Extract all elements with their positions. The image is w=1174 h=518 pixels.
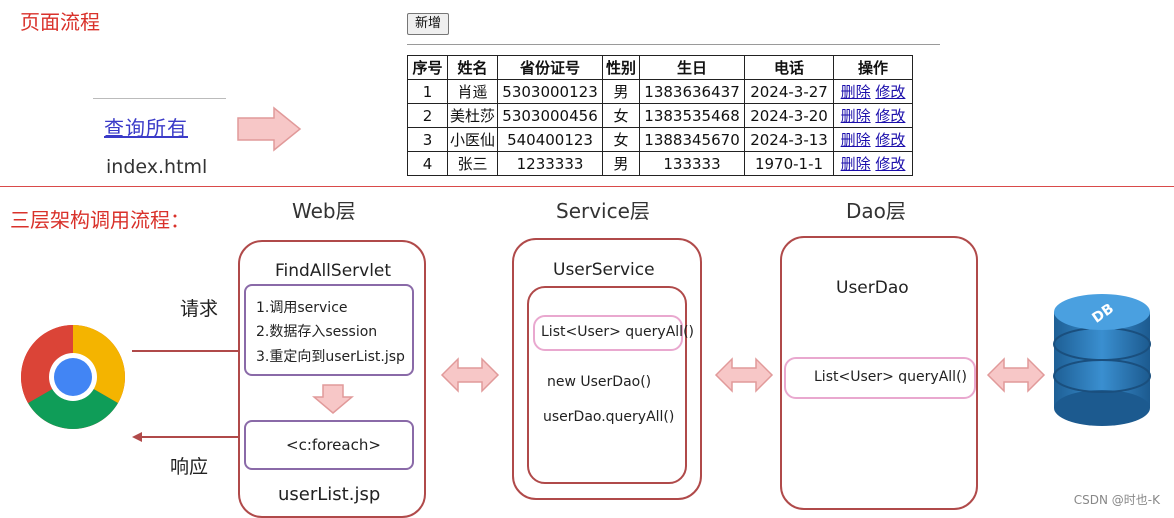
service-method-pill	[533, 315, 683, 351]
cell-no: 4	[407, 151, 448, 176]
cell-actions: 删除 修改	[833, 127, 914, 152]
page-flow-title: 页面流程	[20, 10, 100, 34]
service-method: List<User> queryAll()	[541, 324, 694, 340]
edit-link[interactable]: 修改	[875, 107, 906, 125]
jsp-name: userList.jsp	[278, 484, 381, 505]
cell-sex: 男	[602, 79, 641, 104]
cell-sex: 女	[602, 103, 641, 128]
cell-id: 1233333	[497, 151, 604, 176]
add-button[interactable]: 新增	[407, 13, 449, 35]
edit-link[interactable]: 修改	[875, 155, 906, 173]
col-header-phone: 电话	[744, 55, 835, 80]
response-label: 响应	[170, 456, 209, 478]
response-arrow	[132, 432, 246, 442]
dao-method-pill	[784, 357, 976, 399]
cell-no: 3	[407, 127, 448, 152]
dao-name: UserDao	[836, 278, 909, 298]
cell-id: 540400123	[497, 127, 604, 152]
delete-link[interactable]: 删除	[840, 107, 871, 125]
col-header-id: 省份证号	[497, 55, 604, 80]
foreach-tag: <c:foreach>	[286, 436, 381, 454]
cell-actions: 删除 修改	[833, 103, 914, 128]
edit-link[interactable]: 修改	[875, 83, 906, 101]
col-header-name: 姓名	[446, 55, 499, 80]
dao-layer-title: Dao层	[846, 199, 906, 223]
cell-sex: 男	[602, 151, 641, 176]
dao-method: List<User> queryAll()	[814, 369, 967, 385]
cell-birthday: 1383636437	[639, 79, 746, 104]
servlet-step-2: 2.数据存入session	[256, 324, 378, 340]
cell-name: 张三	[446, 151, 499, 176]
section-divider	[0, 186, 1174, 187]
cell-phone: 1970-1-1	[744, 151, 835, 176]
cell-birthday: 133333	[639, 151, 746, 176]
table-row: 2 美杜莎 5303000456 女 1383535468 2024-3-20 …	[407, 103, 914, 128]
cell-no: 1	[407, 79, 448, 104]
database-icon: DB	[1053, 294, 1151, 426]
web-layer-box	[238, 240, 426, 518]
col-header-no: 序号	[407, 55, 448, 80]
chrome-browser-icon	[21, 325, 125, 429]
request-label: 请求	[180, 298, 219, 320]
cell-name: 肖遥	[446, 79, 499, 104]
foreach-box	[244, 420, 414, 470]
web-layer-title: Web层	[292, 199, 356, 223]
cell-birthday: 1383535468	[639, 103, 746, 128]
double-arrow-icon	[986, 357, 1046, 393]
col-header-birthday: 生日	[639, 55, 746, 80]
col-header-actions: 操作	[833, 55, 914, 80]
down-arrow-icon	[312, 384, 354, 414]
cell-sex: 女	[602, 127, 641, 152]
servlet-step-3: 3.重定向到userList.jsp	[256, 349, 405, 365]
service-line-1: new UserDao()	[547, 374, 652, 390]
delete-link[interactable]: 删除	[840, 155, 871, 173]
cell-birthday: 1388345670	[639, 127, 746, 152]
table-row: 3 小医仙 540400123 女 1388345670 2024-3-13 删…	[407, 127, 914, 152]
double-arrow-icon	[714, 357, 774, 393]
cell-name: 小医仙	[446, 127, 499, 152]
request-arrow	[132, 346, 248, 356]
service-line-2: userDao.queryAll()	[543, 409, 675, 425]
table-row: 4 张三 1233333 男 133333 1970-1-1 删除 修改	[407, 151, 914, 176]
servlet-steps-box	[244, 284, 414, 376]
cell-phone: 2024-3-13	[744, 127, 835, 152]
servlet-step-1: 1.调用service	[256, 300, 348, 316]
service-layer-title: Service层	[556, 199, 650, 223]
table-row: 1 肖遥 5303000123 男 1383636437 2024-3-27 删…	[407, 79, 914, 104]
watermark: CSDN @时也-K	[1073, 493, 1160, 507]
edit-link[interactable]: 修改	[875, 131, 906, 149]
cell-no: 2	[407, 103, 448, 128]
top-divider	[407, 44, 940, 45]
index-file-label: index.html	[106, 156, 208, 178]
servlet-name: FindAllServlet	[275, 261, 392, 281]
query-all-link[interactable]: 查询所有	[104, 116, 188, 140]
link-divider	[93, 98, 226, 99]
cell-id: 5303000456	[497, 103, 604, 128]
service-name: UserService	[553, 260, 655, 280]
delete-link[interactable]: 删除	[840, 83, 871, 101]
delete-link[interactable]: 删除	[840, 131, 871, 149]
users-table: 序号 姓名 省份证号 性别 生日 电话 操作 1 肖遥 5303000123 男…	[407, 55, 914, 176]
cell-name: 美杜莎	[446, 103, 499, 128]
col-header-sex: 性别	[602, 55, 641, 80]
right-arrow-icon	[237, 106, 302, 152]
three-tier-title: 三层架构调用流程：	[10, 208, 190, 232]
cell-actions: 删除 修改	[833, 151, 914, 176]
cell-actions: 删除 修改	[833, 79, 914, 104]
double-arrow-icon	[440, 357, 500, 393]
table-header-row: 序号 姓名 省份证号 性别 生日 电话 操作	[407, 55, 914, 80]
cell-phone: 2024-3-20	[744, 103, 835, 128]
cell-phone: 2024-3-27	[744, 79, 835, 104]
cell-id: 5303000123	[497, 79, 604, 104]
